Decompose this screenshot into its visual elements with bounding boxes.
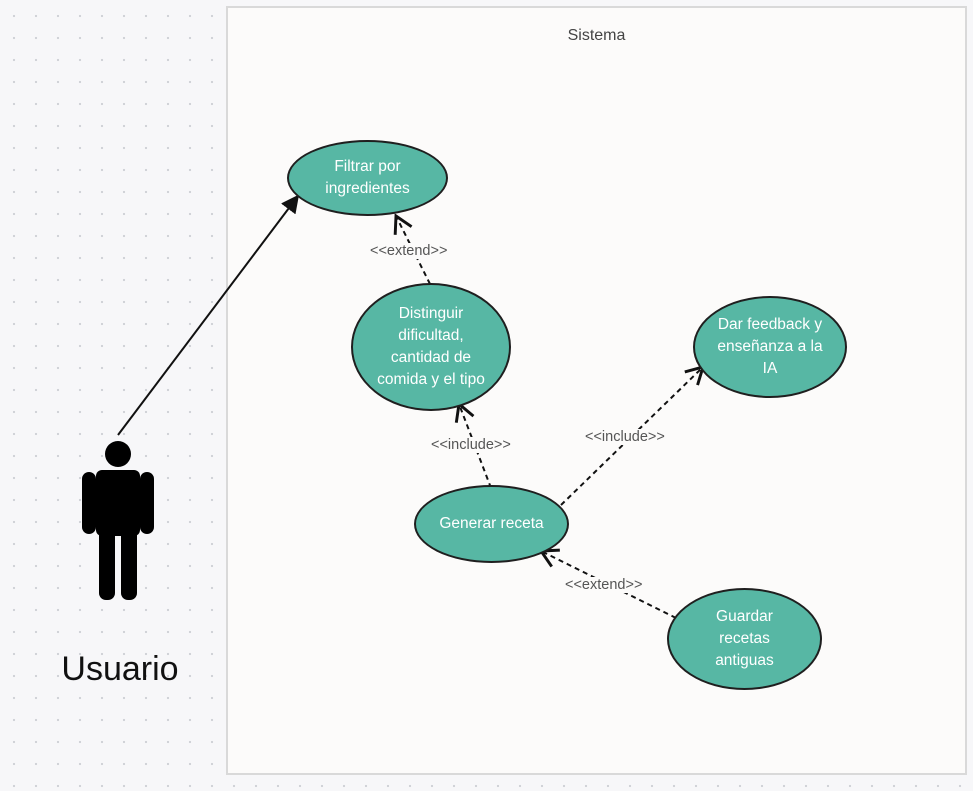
usecase-label-line: ingredientes <box>325 180 410 197</box>
usecase-filtrar-ingredientes[interactable]: Filtrar por ingredientes <box>287 140 448 216</box>
usecase-label-line: Guardar <box>716 608 773 625</box>
extend-label-top: <<extend>> <box>369 243 449 259</box>
usecase-label-line: antiguas <box>715 652 774 669</box>
person-silhouette-icon[interactable] <box>78 440 158 602</box>
usecase-distinguir-dificultad[interactable]: Distinguir dificultad, cantidad de comid… <box>351 283 511 411</box>
extend-label-bottom: <<extend>> <box>564 577 644 593</box>
include-label-right: <<include>> <box>584 429 666 445</box>
system-boundary: Sistema <box>226 6 967 775</box>
usecase-label-line: cantidad de <box>390 349 472 366</box>
include-label-left: <<include>> <box>430 437 512 453</box>
usecase-label-line: Distinguir <box>398 305 464 322</box>
include-generar-distinguir <box>454 401 492 489</box>
usecase-label-line: dificultad, <box>398 327 464 344</box>
usecase-label-line: comida y el tipo <box>377 371 485 388</box>
association-usuario-filtrar <box>117 194 300 436</box>
actor-name: Usuario <box>61 650 179 688</box>
system-title: Sistema <box>567 27 626 44</box>
usecase-label-line: IA <box>762 360 778 377</box>
usecase-generar-receta[interactable]: Generar receta <box>414 485 569 563</box>
usecase-label-line: Generar receta <box>439 515 544 532</box>
usecase-label-line: Filtrar por <box>334 158 401 175</box>
usecase-dar-feedback[interactable]: Dar feedback y enseñanza a la IA <box>693 296 847 398</box>
usecase-label-line: Dar feedback y <box>717 316 823 333</box>
usecase-label-line: recetas <box>719 630 770 647</box>
usecase-label-line: enseñanza a la <box>717 338 823 355</box>
usecase-guardar-recetas[interactable]: Guardar recetas antiguas <box>667 588 822 690</box>
